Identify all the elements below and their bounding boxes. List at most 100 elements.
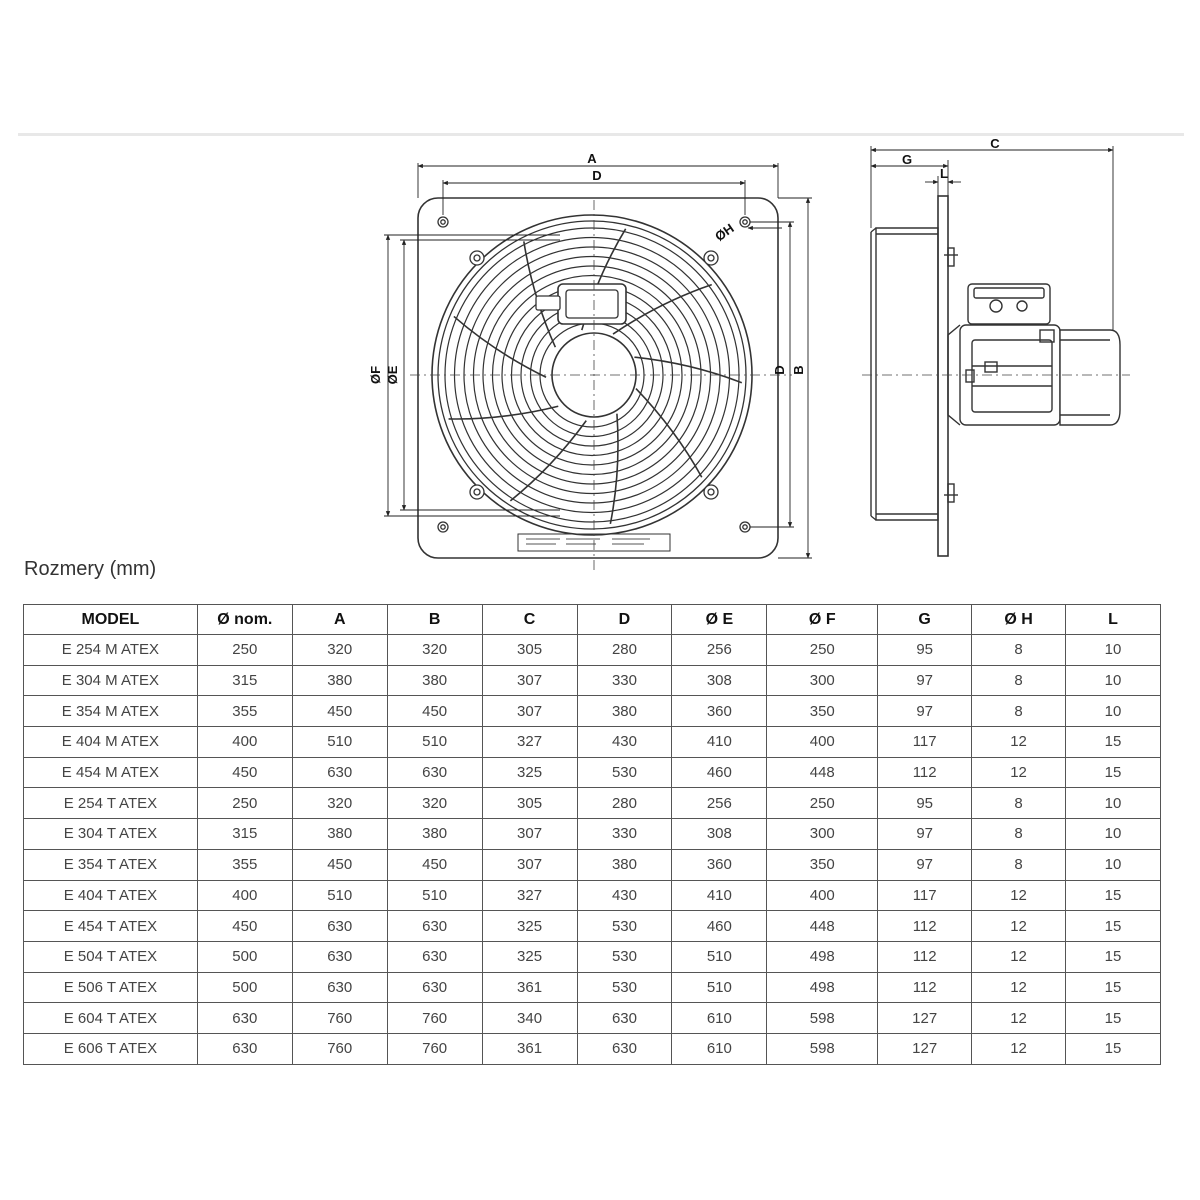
value-cell: 112 (877, 971, 973, 1004)
value-cell: 330 (576, 664, 673, 697)
value-cell: 350 (766, 695, 879, 728)
value-cell: 8 (971, 695, 1067, 728)
model-cell: E 404 T ATEX (23, 879, 198, 912)
value-cell: 327 (481, 726, 578, 758)
front-dimensions (384, 163, 812, 559)
value-cell: 12 (971, 1002, 1067, 1034)
value-cell: 8 (971, 848, 1067, 881)
label-a: A (587, 151, 597, 166)
value-cell: 315 (196, 664, 293, 697)
value-cell: 450 (386, 848, 483, 881)
motor-end (1059, 329, 1121, 426)
grille-spoke (523, 241, 557, 348)
value-cell: 112 (877, 940, 973, 973)
value-cell: 400 (766, 879, 879, 912)
value-cell: 400 (196, 726, 293, 758)
value-cell: 360 (671, 848, 768, 881)
guard-grille-spokes (448, 228, 743, 525)
grille-spoke (635, 388, 703, 478)
value-cell: 95 (877, 787, 973, 820)
value-cell: 630 (386, 971, 483, 1004)
value-cell: 15 (1065, 726, 1161, 758)
value-cell: 361 (481, 971, 578, 1004)
value-cell: 10 (1065, 664, 1161, 697)
value-cell: 8 (971, 818, 1067, 850)
column-header: Ø H (971, 604, 1067, 635)
value-cell: 610 (671, 1032, 768, 1065)
header-divider (18, 133, 1184, 136)
label-d-top: D (592, 168, 601, 183)
value-cell: 250 (766, 634, 879, 666)
value-cell: 97 (877, 695, 973, 728)
value-cell: 307 (481, 848, 578, 881)
value-cell: 250 (766, 787, 879, 820)
label-oh: ØH (712, 221, 737, 244)
value-cell: 325 (481, 910, 578, 942)
value-cell: 10 (1065, 818, 1161, 850)
value-cell: 15 (1065, 879, 1161, 912)
value-cell: 308 (671, 818, 768, 850)
value-cell: 117 (877, 726, 973, 758)
value-cell: 760 (291, 1002, 388, 1034)
value-cell: 430 (576, 879, 673, 912)
model-cell: E 354 T ATEX (23, 848, 198, 881)
value-cell: 380 (291, 664, 388, 697)
value-cell: 250 (196, 787, 293, 820)
value-cell: 127 (877, 1032, 973, 1065)
value-cell: 305 (481, 787, 578, 820)
label-b: B (791, 365, 806, 374)
value-cell: 460 (671, 910, 768, 942)
label-oe: ØE (385, 365, 400, 384)
value-cell: 10 (1065, 787, 1161, 820)
value-cell: 510 (291, 879, 388, 912)
value-cell: 430 (576, 726, 673, 758)
value-cell: 360 (671, 695, 768, 728)
value-cell: 450 (291, 695, 388, 728)
value-cell: 350 (766, 848, 879, 881)
column-header: Ø F (766, 604, 879, 635)
value-cell: 256 (671, 634, 768, 666)
value-cell: 8 (971, 787, 1067, 820)
model-cell: E 304 M ATEX (23, 664, 198, 697)
value-cell: 15 (1065, 971, 1161, 1004)
grille-spoke (448, 405, 559, 420)
value-cell: 307 (481, 664, 578, 697)
column-header: L (1065, 604, 1161, 635)
value-cell: 361 (481, 1032, 578, 1065)
value-cell: 510 (671, 971, 768, 1004)
grille-ring (482, 265, 702, 485)
value-cell: 15 (1065, 1002, 1161, 1034)
label-d-side: D (772, 365, 787, 374)
value-cell: 320 (291, 634, 388, 666)
value-cell: 410 (671, 726, 768, 758)
model-cell: E 354 M ATEX (23, 695, 198, 728)
value-cell: 630 (291, 971, 388, 1004)
value-cell: 8 (971, 634, 1067, 666)
value-cell: 630 (196, 1032, 293, 1065)
value-cell: 15 (1065, 1032, 1161, 1065)
model-cell: E 404 M ATEX (23, 726, 198, 758)
value-cell: 250 (196, 634, 293, 666)
value-cell: 630 (576, 1002, 673, 1034)
value-cell: 308 (671, 664, 768, 697)
value-cell: 460 (671, 756, 768, 789)
value-cell: 498 (766, 971, 879, 1004)
value-cell: 630 (291, 940, 388, 973)
value-cell: 300 (766, 818, 879, 850)
fan-casing (875, 227, 939, 521)
value-cell: 630 (386, 910, 483, 942)
value-cell: 630 (386, 756, 483, 789)
value-cell: 12 (971, 1032, 1067, 1065)
value-cell: 510 (386, 726, 483, 758)
value-cell: 448 (766, 910, 879, 942)
column-header: B (386, 604, 483, 635)
